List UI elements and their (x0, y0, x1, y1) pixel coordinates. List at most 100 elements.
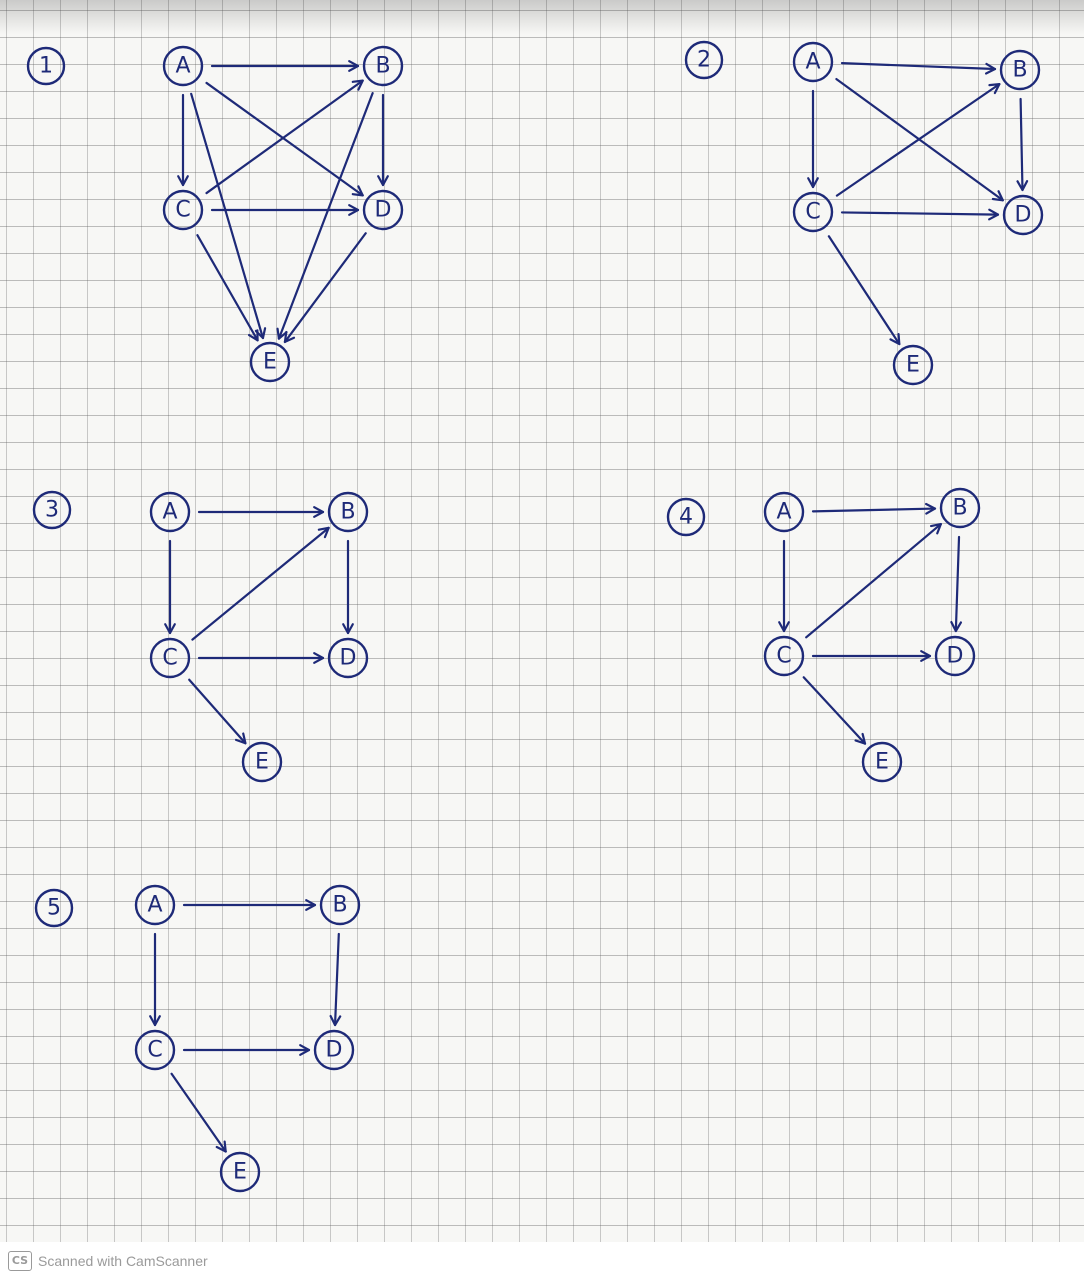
node-label: D (340, 646, 357, 671)
arrowhead (299, 1044, 311, 1056)
arrowhead (313, 506, 325, 518)
node-circle (362, 45, 404, 87)
edge-A-B (811, 502, 937, 515)
node-label: E (875, 750, 889, 775)
camscanner-logo: CS (8, 1251, 32, 1271)
node-D: D (934, 635, 976, 677)
node-circle (934, 635, 976, 677)
arrowhead (778, 621, 790, 633)
edge-A-C (149, 932, 161, 1027)
edge-B-D (950, 535, 963, 633)
page-edge-shadow (0, 0, 1084, 34)
edge-A-D (205, 81, 364, 197)
node-circle (861, 741, 903, 783)
edge-line (190, 92, 265, 340)
node-A: A (792, 41, 834, 83)
node-label: B (375, 54, 390, 79)
arrowhead (1016, 180, 1029, 192)
arrowhead (348, 204, 360, 216)
node-circle (219, 1151, 261, 1193)
node-circle (327, 637, 369, 679)
node-circle (327, 491, 369, 533)
node-circle (162, 189, 204, 231)
edge-line (205, 79, 364, 195)
scanner-footer: CS Scanned with CamScanner (0, 1242, 1084, 1280)
node-label: D (375, 198, 392, 223)
edge-B-E (276, 91, 374, 340)
arrowhead (342, 623, 354, 635)
edge-line (191, 526, 330, 641)
edge-C-D (182, 1044, 311, 1056)
edge-line (811, 507, 937, 513)
node-label: E (263, 350, 277, 375)
node-B: B (319, 884, 361, 926)
edge-A-B (197, 506, 325, 518)
node-label: A (776, 500, 791, 525)
edge-line (333, 932, 340, 1027)
node-B: B (939, 487, 981, 529)
edge-D-E (283, 232, 367, 344)
figure-number-1: 1 (26, 46, 66, 86)
figure-number-text: 2 (697, 48, 711, 73)
node-circle (892, 344, 934, 386)
arrowhead (351, 185, 364, 197)
arrowhead (317, 526, 330, 539)
node-circle (939, 487, 981, 529)
node-circle (362, 189, 404, 231)
arrowhead (329, 1014, 342, 1027)
figure-number-text: 5 (47, 896, 61, 921)
node-circle (792, 191, 834, 233)
arrowhead (313, 652, 325, 664)
node-D: D (327, 637, 369, 679)
edge-A-C (164, 539, 176, 635)
arrowhead (215, 1140, 227, 1153)
arrowhead (920, 650, 932, 662)
arrowhead (177, 175, 189, 187)
node-E: E (249, 341, 291, 383)
arrowhead (348, 60, 360, 72)
figure-number-circle (32, 490, 72, 530)
edge-C-E (196, 234, 259, 342)
edge-line (835, 83, 1001, 197)
node-B: B (327, 491, 369, 533)
node-circle (162, 45, 204, 87)
node-circle (149, 637, 191, 679)
node-circle (241, 741, 283, 783)
node-circle (1002, 194, 1044, 236)
node-label: A (175, 54, 190, 79)
node-label: A (805, 50, 820, 75)
arrowhead (377, 175, 389, 187)
edge-C-D (840, 208, 1000, 221)
edge-line (277, 91, 374, 340)
edge-C-E (188, 678, 247, 745)
node-E: E (241, 741, 283, 783)
figure-number-4: 4 (666, 497, 706, 537)
edge-A-B (840, 62, 997, 75)
node-D: D (1002, 194, 1044, 236)
node-A: A (134, 884, 176, 926)
node-label: E (255, 750, 269, 775)
edge-A-B (182, 899, 317, 911)
edge-A-C (778, 539, 790, 633)
figure-number-circle (26, 46, 66, 86)
figure-number-text: 3 (45, 498, 59, 523)
node-C: C (162, 189, 204, 231)
node-label: E (906, 353, 920, 378)
edge-B-D (342, 539, 354, 635)
node-C: C (134, 1029, 176, 1071)
arrowhead (854, 732, 867, 745)
edge-C-B (205, 79, 364, 195)
edge-C-D (210, 204, 360, 216)
figure-number-5: 5 (34, 888, 74, 928)
arrowhead (984, 62, 997, 75)
node-circle (763, 635, 805, 677)
node-A: A (149, 491, 191, 533)
node-E: E (892, 344, 934, 386)
edge-B-D (329, 932, 342, 1027)
edge-line (954, 535, 961, 633)
arrowhead (164, 623, 176, 635)
arrowhead (950, 620, 963, 633)
